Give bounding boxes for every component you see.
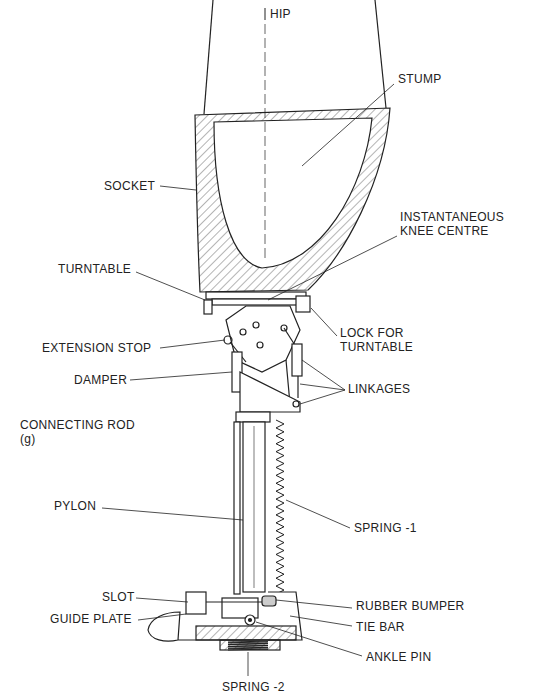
stump-label: STUMP bbox=[398, 72, 488, 86]
socket-label: SOCKET bbox=[104, 179, 164, 193]
pylon-label: PYLON bbox=[54, 499, 104, 513]
guide-plate-label: GUIDE PLATE bbox=[50, 612, 140, 626]
connecting-rod-label: CONNECTING ROD (g) bbox=[20, 418, 135, 446]
linkages-label: LINKAGES bbox=[348, 382, 438, 396]
ankle-pin-label: ANKLE PIN bbox=[366, 650, 456, 664]
spring-label: SPRING -1 bbox=[354, 521, 444, 535]
bumper-label: RUBBER BUMPER bbox=[356, 599, 496, 613]
lock-label: LOCK FOR TURNTABLE bbox=[340, 326, 450, 354]
hip-label: HIP bbox=[270, 7, 330, 21]
turntable-label: TURNTABLE bbox=[58, 262, 138, 276]
slot-label: SLOT bbox=[102, 590, 142, 604]
damper-label: DAMPER bbox=[74, 373, 134, 387]
extension-stop-label: EXTENSION STOP bbox=[42, 341, 162, 355]
spring-label: SPRING -2 bbox=[222, 680, 312, 694]
tie-bar-label: TIE BAR bbox=[356, 620, 436, 634]
knee-centre-label: INSTANTANEOUS KNEE CENTRE bbox=[400, 210, 520, 238]
